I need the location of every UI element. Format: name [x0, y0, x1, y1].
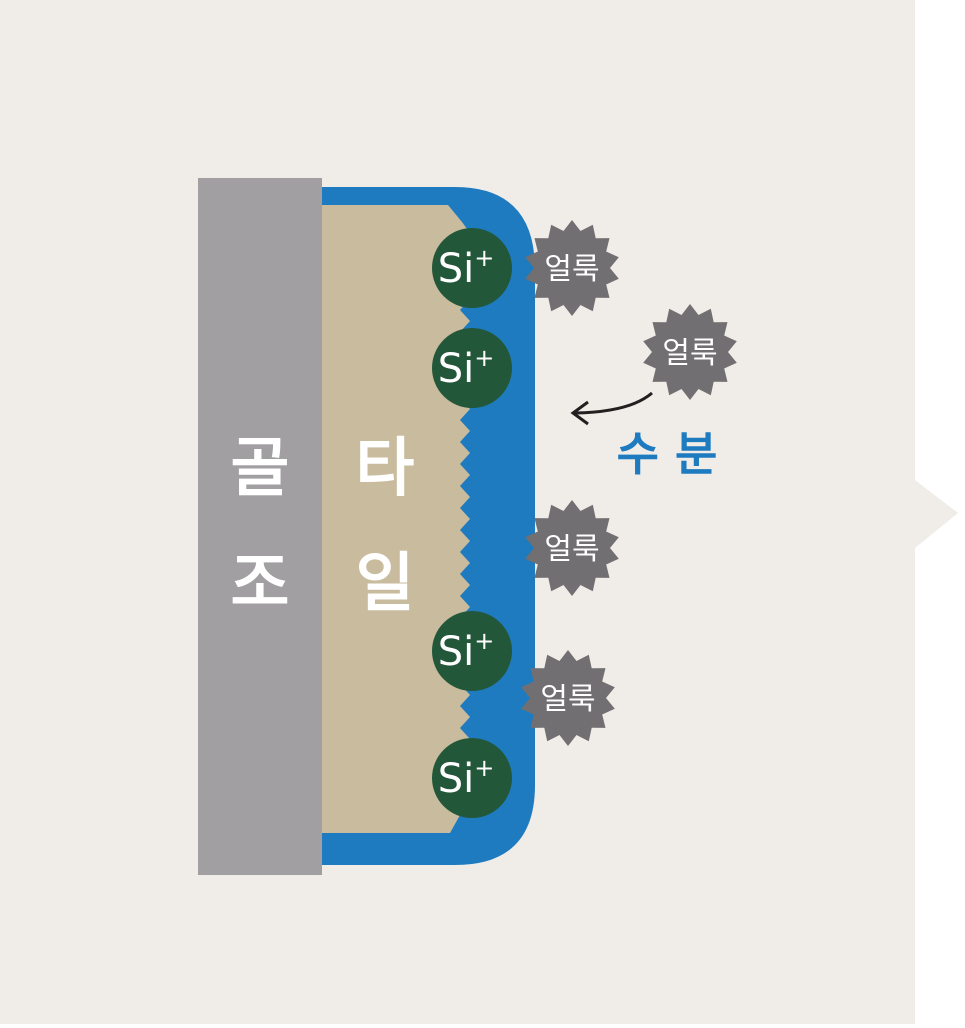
silica-circle — [432, 738, 512, 818]
silica-ion: Si+ — [432, 228, 512, 308]
moisture-arrow — [574, 391, 653, 415]
silica-ion: Si+ — [432, 738, 512, 818]
silica-symbol: Si+ — [438, 244, 495, 292]
stain-shape — [643, 304, 737, 400]
stain-blob: 얼룩 — [525, 220, 619, 316]
silica-ion: Si+ — [432, 328, 512, 408]
grout-label-1: 골 — [231, 432, 290, 506]
tile-label-1: 타 — [356, 432, 415, 506]
stain-label: 얼룩 — [544, 252, 599, 287]
silica-circle — [432, 611, 512, 691]
stain-label: 얼룩 — [540, 682, 595, 717]
stain-shape — [525, 220, 619, 316]
silica-charge: + — [474, 627, 494, 655]
silica-symbol: Si+ — [438, 627, 495, 675]
moisture-label: 수 분 — [617, 427, 718, 481]
silica-text: Si — [438, 346, 475, 392]
silica-text: Si — [438, 246, 475, 292]
stain-blob: 얼룩 — [521, 650, 615, 746]
tile-label-2: 일 — [356, 547, 415, 621]
silica-symbol: Si+ — [438, 344, 495, 392]
silica-ion: Si+ — [432, 611, 512, 691]
stain-blob: 얼룩 — [643, 304, 737, 400]
arrow-head-icon — [570, 400, 589, 426]
silica-text: Si — [438, 629, 475, 675]
stain-label: 얼룩 — [662, 336, 717, 371]
stain-blob: 얼룩 — [525, 500, 619, 596]
grout-bar — [198, 178, 322, 875]
silica-circle — [432, 328, 512, 408]
silica-charge: + — [474, 244, 494, 272]
stain-label: 얼룩 — [544, 532, 599, 567]
silica-circle — [432, 228, 512, 308]
silica-charge: + — [474, 754, 494, 782]
silica-symbol: Si+ — [438, 754, 495, 802]
stain-shape — [525, 500, 619, 596]
silica-charge: + — [474, 344, 494, 372]
grout-label-2: 조 — [231, 547, 290, 621]
silica-text: Si — [438, 756, 475, 802]
stain-shape — [521, 650, 615, 746]
